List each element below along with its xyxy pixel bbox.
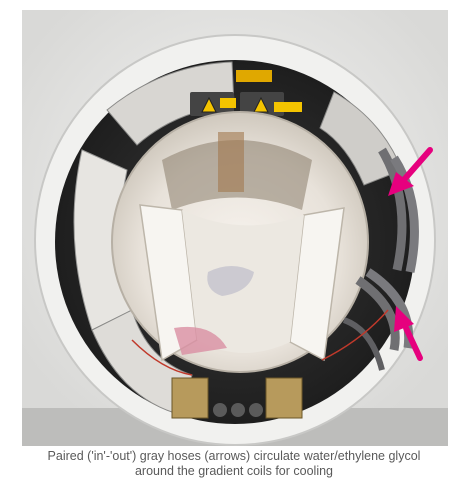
arrow-upper	[388, 147, 433, 196]
figure-caption: Paired ('in'-'out') gray hoses (arrows) …	[0, 449, 468, 479]
mri-bore-photo	[22, 10, 448, 446]
caption-line-2: around the gradient coils for cooling	[134, 464, 334, 478]
caption-line-1: Paired ('in'-'out') gray hoses (arrows) …	[47, 449, 421, 463]
arrow-lower	[394, 306, 423, 361]
